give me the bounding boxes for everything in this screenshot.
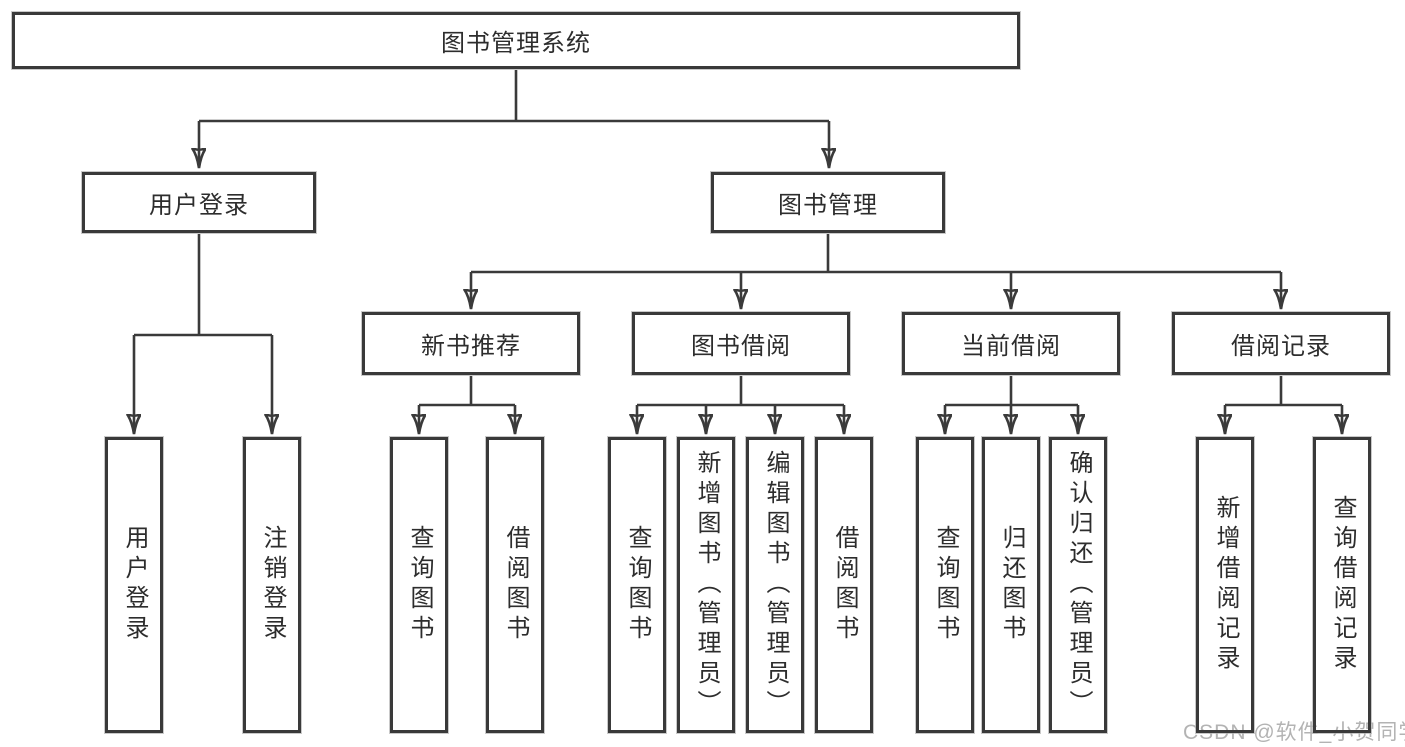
leaf-label: 用户登录 (121, 525, 148, 645)
node-label: 当前借阅 (961, 333, 1061, 360)
leaf-label: 归还图书 (998, 525, 1025, 645)
node-book-management-system: 图书管理系统 (12, 12, 1020, 69)
node-book-borrowing: 图书借阅 (632, 312, 850, 375)
leaf-borrowing-edit-books-admin: 编辑图书（管理员） (746, 437, 804, 733)
leaf-borrowing-query-books: 查询图书 (608, 437, 666, 733)
node-label: 用户登录 (149, 192, 249, 219)
node-current-borrowing: 当前借阅 (902, 312, 1120, 375)
leaf-label: 新增图书（管理员） (693, 450, 720, 720)
node-label: 图书借阅 (691, 333, 791, 360)
leaf-logout: 注销登录 (243, 437, 301, 733)
leaf-records-add-record: 新增借阅记录 (1196, 437, 1254, 733)
node-book-management-branch: 图书管理 (711, 172, 945, 233)
leaf-label: 借阅图书 (831, 525, 858, 645)
leaf-borrowing-add-books-admin: 新增图书（管理员） (677, 437, 735, 733)
node-label: 借阅记录 (1231, 333, 1331, 360)
csdn-watermark: CSDN @软件_小贺同学 (1183, 721, 1405, 744)
node-label: 图书管理系统 (441, 30, 591, 57)
leaf-label: 查询图书 (624, 525, 651, 645)
leaf-current-confirm-return-admin: 确认归还（管理员） (1049, 437, 1107, 733)
node-label: 新书推荐 (421, 333, 521, 360)
leaf-newrec-query-books: 查询图书 (390, 437, 448, 733)
leaf-label: 确认归还（管理员） (1065, 450, 1092, 720)
leaf-user-login: 用户登录 (105, 437, 163, 733)
leaf-label: 编辑图书（管理员） (762, 450, 789, 720)
node-label: 图书管理 (778, 192, 878, 219)
leaf-label: 查询图书 (406, 525, 433, 645)
leaf-label: 查询图书 (932, 525, 959, 645)
node-user-login-branch: 用户登录 (82, 172, 316, 233)
leaf-label: 新增借阅记录 (1212, 495, 1239, 675)
leaf-label: 查询借阅记录 (1329, 495, 1356, 675)
node-borrowing-records: 借阅记录 (1172, 312, 1390, 375)
leaf-label: 注销登录 (259, 525, 286, 645)
node-new-book-recommend: 新书推荐 (362, 312, 580, 375)
leaf-records-query-record: 查询借阅记录 (1313, 437, 1371, 733)
leaf-borrowing-borrow-books: 借阅图书 (815, 437, 873, 733)
leaf-newrec-borrow-books: 借阅图书 (486, 437, 544, 733)
leaf-current-query-books: 查询图书 (916, 437, 974, 733)
leaf-label: 借阅图书 (502, 525, 529, 645)
leaf-current-return-books: 归还图书 (982, 437, 1040, 733)
